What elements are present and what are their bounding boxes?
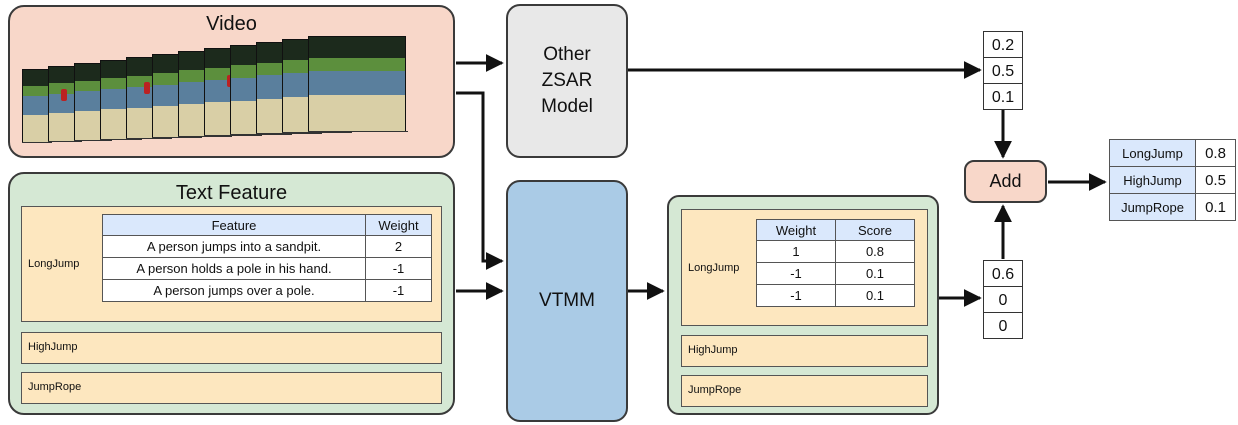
frame-edge-line [100, 139, 142, 140]
class-label: HighJump [688, 344, 738, 356]
weight-cell: -1 [365, 279, 432, 302]
class-box-jumprope: JumpRope [21, 372, 442, 404]
score-table: Weight Score 1 0.8 -1 0.1 -1 0.1 [756, 219, 915, 307]
score-panel: LongJump Weight Score 1 0.8 -1 0.1 -1 0.… [667, 195, 939, 415]
feature-header: Feature [102, 214, 366, 236]
score-cell: 0.5 [983, 57, 1023, 84]
other-zsar-model-box: Other ZSAR Model [506, 4, 628, 158]
frame-edge-line [282, 132, 352, 133]
table-row: A person jumps over a pole. -1 [102, 279, 432, 302]
frame-edge-line [256, 133, 322, 134]
frame-edge-line [308, 131, 408, 132]
score-cell: 0.1 [983, 83, 1023, 110]
video-title: Video [206, 13, 257, 35]
class-label: JumpRope [28, 381, 82, 393]
arrow-video-to-vtmm [456, 91, 504, 270]
other-model-line: Model [541, 96, 593, 117]
class-box-longjump: LongJump Weight Score 1 0.8 -1 0.1 -1 0.… [681, 209, 928, 326]
table-row: HighJump 0.5 [1109, 166, 1236, 194]
frame-edge-line [230, 134, 292, 135]
table-row: A person jumps into a sandpit. 2 [102, 235, 432, 258]
weight-header: Weight [365, 214, 432, 236]
score-cell: 0 [983, 312, 1023, 339]
class-name-cell: JumpRope [1109, 193, 1196, 221]
text-feature-panel: Text Feature LongJump Feature Weight A p… [8, 172, 455, 415]
frame-edge-line [126, 138, 172, 139]
feature-table: Feature Weight A person jumps into a san… [102, 214, 432, 302]
class-box-jumprope: JumpRope [681, 375, 928, 407]
score-header: Score [835, 219, 915, 241]
video-panel: Video [8, 5, 455, 158]
vtmm-label: VTMM [539, 290, 595, 311]
text-feature-title: Text Feature [175, 182, 288, 204]
class-label: LongJump [28, 258, 80, 270]
class-name-cell: HighJump [1109, 166, 1196, 194]
video-frame [308, 36, 406, 132]
frame-edge-line [22, 142, 52, 143]
feature-cell: A person holds a pole in his hand. [102, 257, 366, 280]
frame-edge-line [152, 137, 202, 138]
final-score-cell: 0.5 [1195, 166, 1236, 194]
frame-edge-line [204, 135, 262, 136]
final-score-table: LongJump 0.8 HighJump 0.5 JumpRope 0.1 [1109, 139, 1236, 221]
table-row: JumpRope 0.1 [1109, 193, 1236, 221]
other-model-line: Other [543, 44, 591, 65]
frame-edge-line [48, 141, 82, 142]
table-row: A person holds a pole in his hand. -1 [102, 257, 432, 280]
score-cell: 0.6 [983, 260, 1023, 287]
vtmm-box: VTMM [506, 180, 628, 422]
video-frame [22, 69, 50, 143]
class-box-highjump: HighJump [681, 335, 928, 367]
class-box-longjump: LongJump Feature Weight A person jumps i… [21, 206, 442, 322]
score-cell: 0 [983, 286, 1023, 313]
class-label: JumpRope [688, 384, 742, 396]
class-box-highjump: HighJump [21, 332, 442, 364]
add-node: Add [964, 160, 1047, 203]
final-score-cell: 0.8 [1195, 139, 1236, 167]
table-row: -1 0.1 [756, 284, 915, 307]
class-label: HighJump [28, 341, 78, 353]
feature-cell: A person jumps over a pole. [102, 279, 366, 302]
other-model-line: ZSAR [541, 70, 593, 91]
score-cell: 0.1 [835, 284, 915, 307]
final-score-cell: 0.1 [1195, 193, 1236, 221]
frame-edge-line [178, 136, 232, 137]
frame-edge-line [74, 140, 112, 141]
class-label: LongJump [688, 262, 740, 274]
